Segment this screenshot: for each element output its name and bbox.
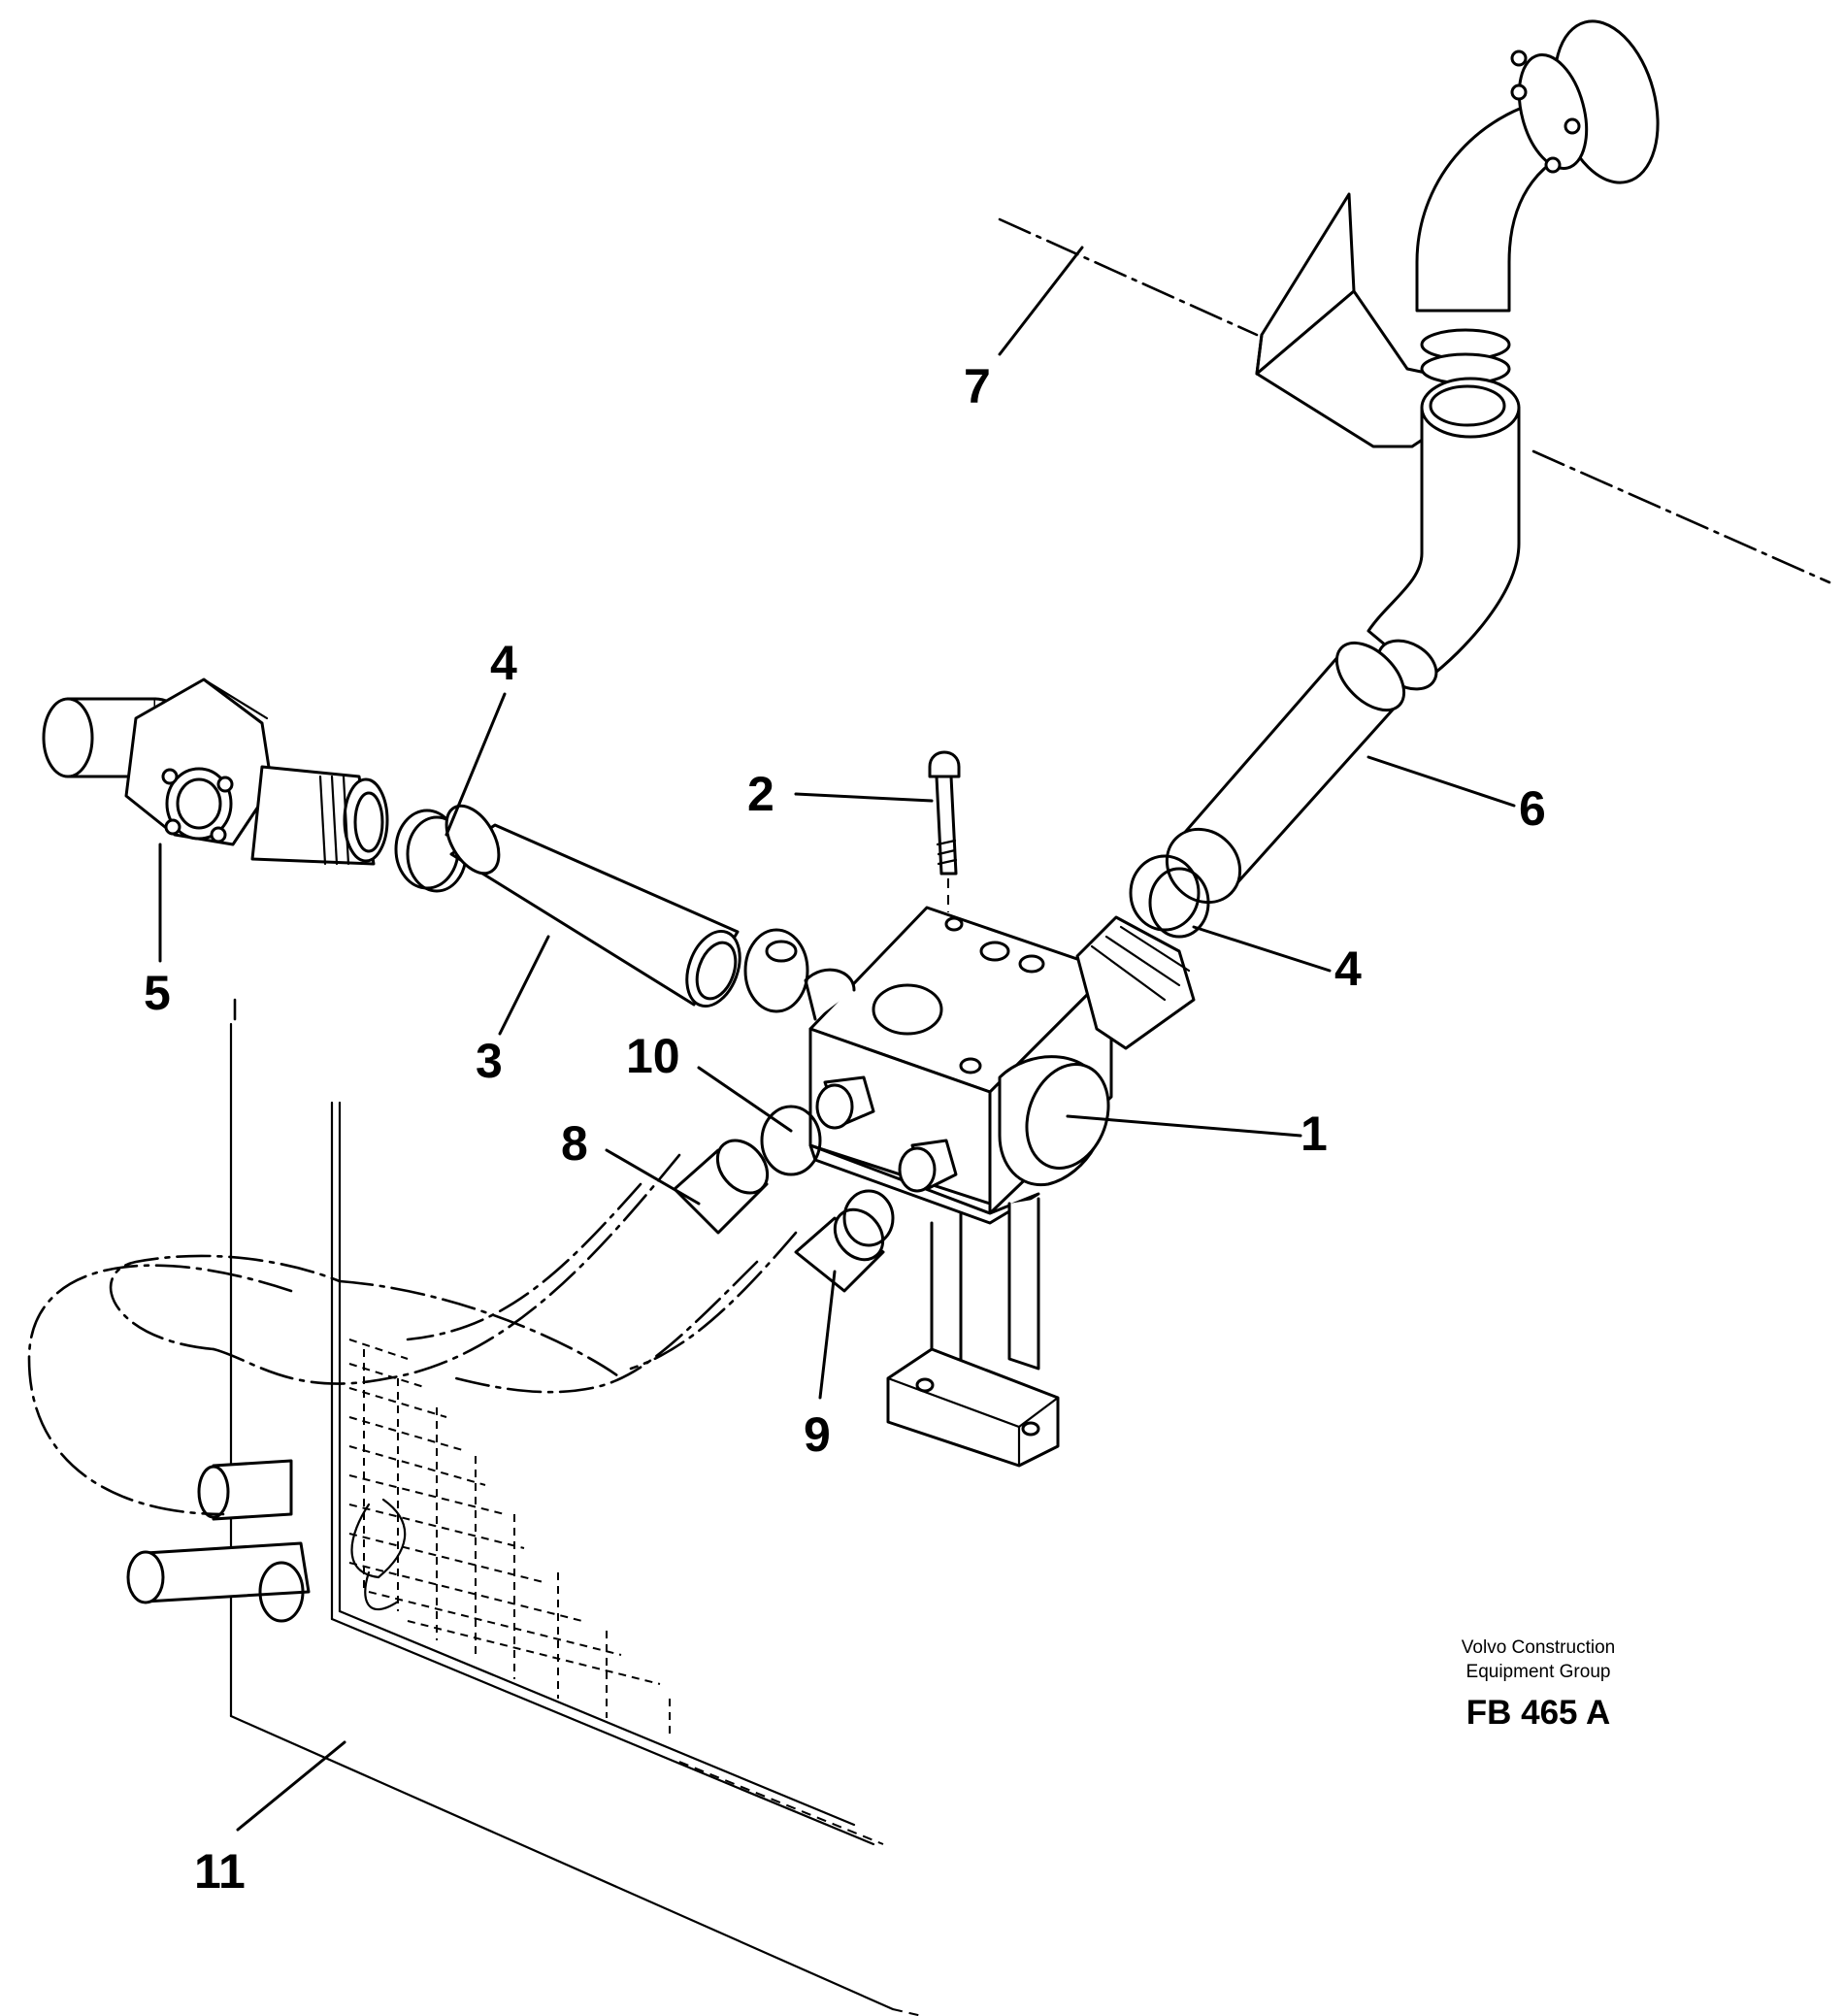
callout-4b: 4 bbox=[1334, 942, 1362, 996]
hose-3 bbox=[445, 804, 741, 1008]
leader-8 bbox=[605, 1148, 701, 1206]
valve-housing bbox=[804, 906, 1196, 1225]
radiator-frame bbox=[126, 998, 923, 2016]
hose-8 bbox=[673, 1105, 822, 1235]
leader-10 bbox=[697, 1066, 793, 1133]
leader-lines bbox=[158, 246, 1516, 1832]
centre-line bbox=[998, 217, 1259, 337]
leader-3 bbox=[498, 935, 550, 1036]
flange-pipe-5 bbox=[42, 678, 389, 866]
publisher-name-line-1: Volvo Construction bbox=[1461, 1637, 1616, 1658]
leader-7 bbox=[998, 246, 1084, 356]
elbow-pipe bbox=[1367, 377, 1521, 691]
leader-4b bbox=[1192, 925, 1332, 973]
callout-11: 11 bbox=[194, 1844, 246, 1899]
callout-4a: 4 bbox=[490, 636, 517, 690]
leader-11 bbox=[236, 1740, 346, 1832]
figure-code: FB 465 A bbox=[1465, 1694, 1611, 1732]
centre-line bbox=[1531, 449, 1831, 584]
publisher-name-line-2: Equipment Group bbox=[1465, 1662, 1611, 1682]
leader-9 bbox=[818, 1270, 837, 1400]
callout-5: 5 bbox=[144, 966, 171, 1020]
leader-2 bbox=[794, 792, 934, 803]
leader-6 bbox=[1367, 755, 1516, 808]
hose-clamp-center bbox=[743, 928, 809, 1013]
hose-clamp-right bbox=[1129, 854, 1210, 939]
callout-3: 3 bbox=[476, 1034, 503, 1088]
hose-routing-dashed bbox=[27, 1153, 798, 1516]
hose-9 bbox=[794, 1189, 895, 1293]
hose-6 bbox=[1165, 641, 1406, 905]
bolt bbox=[928, 750, 961, 912]
leader-1 bbox=[1066, 1114, 1302, 1138]
callout-6: 6 bbox=[1519, 781, 1546, 836]
support-stand bbox=[886, 1197, 1060, 1468]
callout-7: 7 bbox=[964, 359, 991, 413]
upper-bend-pipe bbox=[1415, 19, 1660, 313]
callout-10: 10 bbox=[626, 1029, 680, 1083]
leader-4a bbox=[445, 692, 507, 837]
hose-clamp-upper bbox=[1420, 328, 1511, 385]
callout-1: 1 bbox=[1301, 1107, 1328, 1161]
callout-2: 2 bbox=[747, 767, 774, 821]
callout-8: 8 bbox=[561, 1116, 588, 1171]
callout-9: 9 bbox=[804, 1407, 831, 1462]
